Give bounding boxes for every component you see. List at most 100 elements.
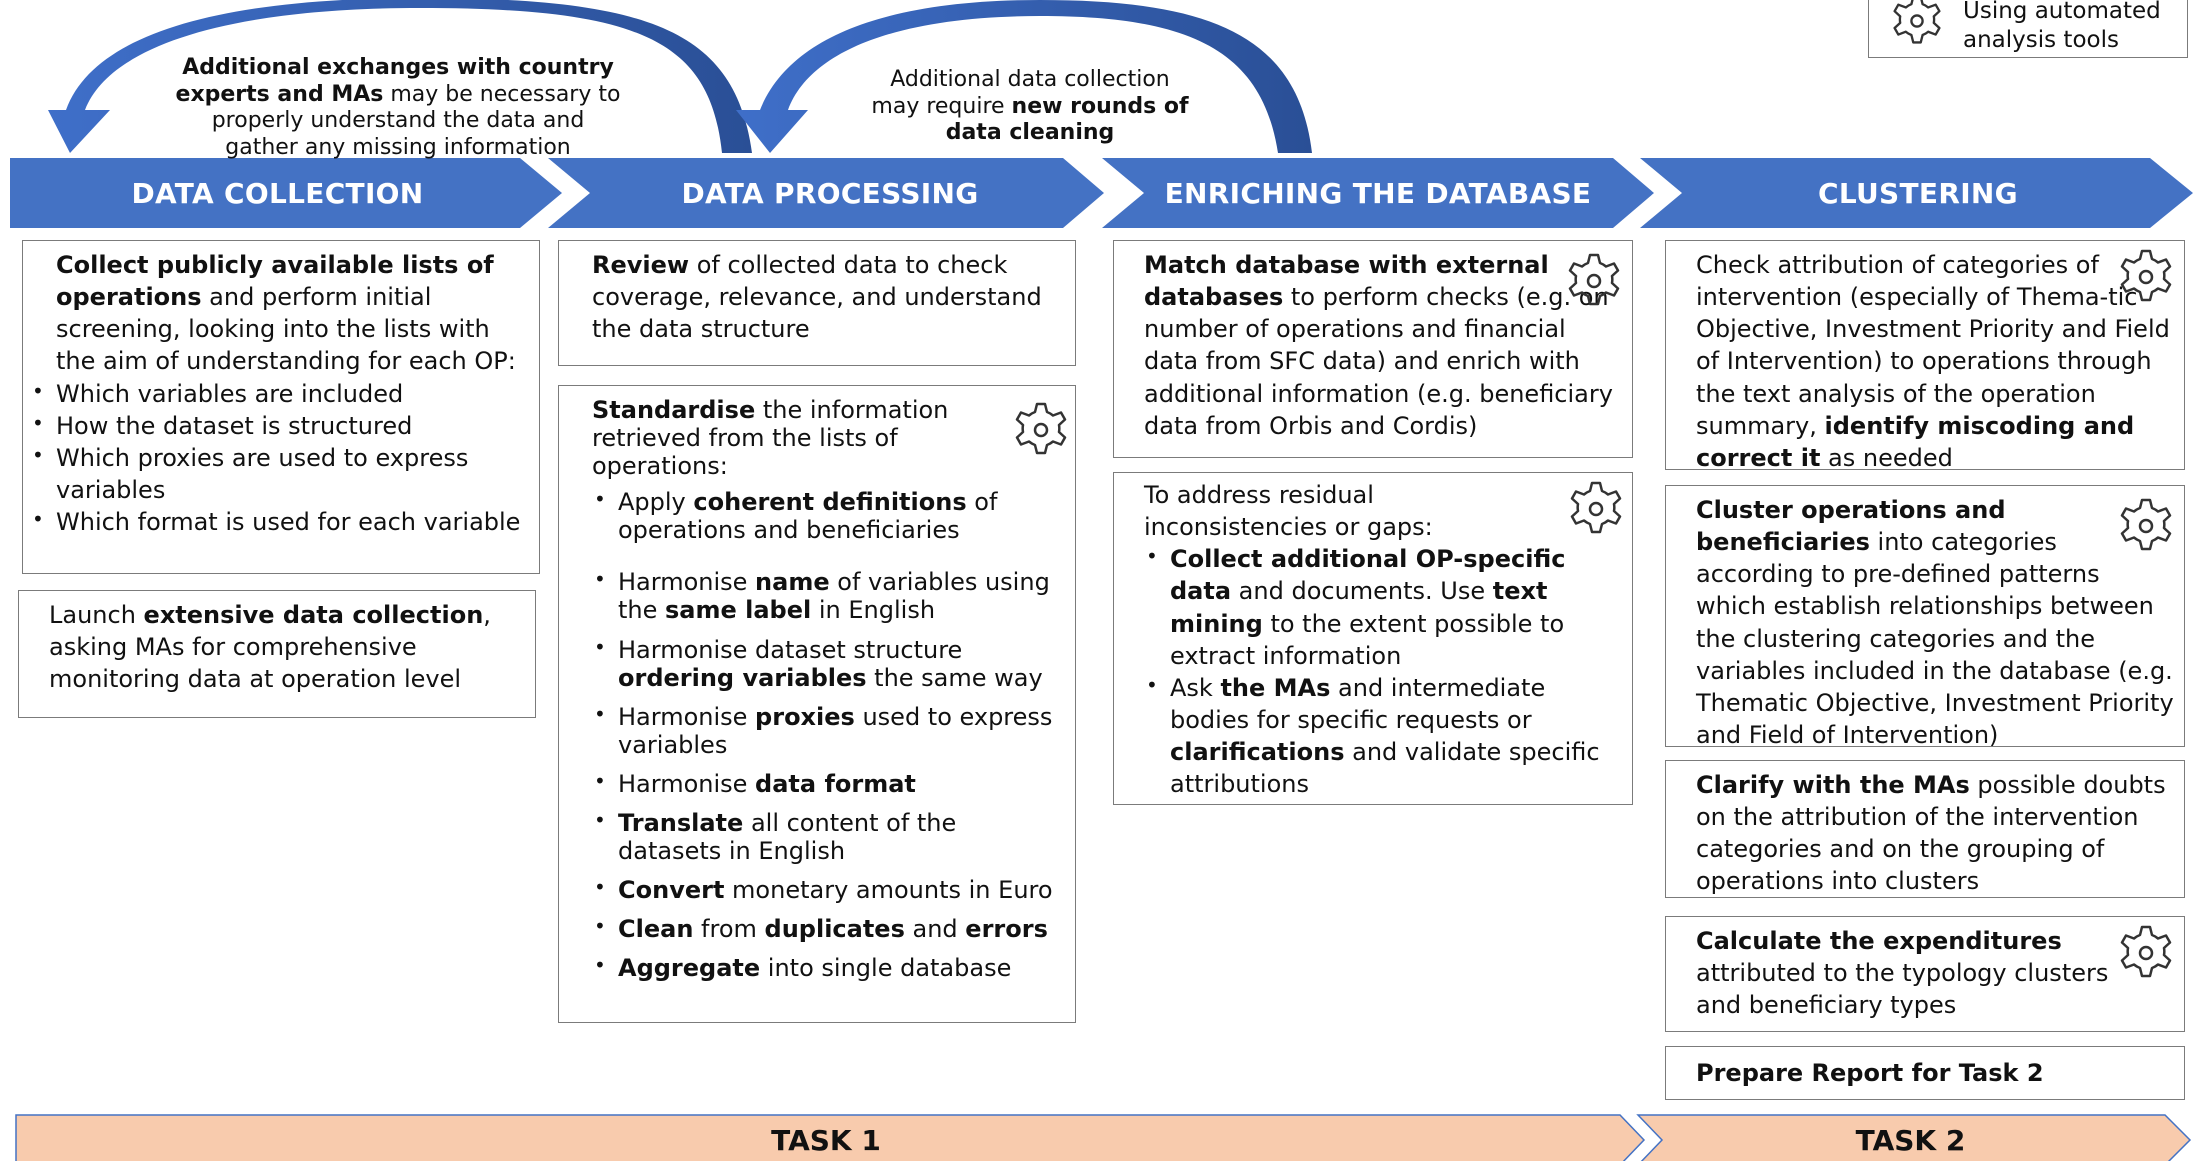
processing-item-6-text: all content of the datasets in English [618,808,957,866]
processing-item-8-bold-1: Clean [618,915,694,944]
collection-box-2-bold: extensive data collection [143,601,484,629]
clustering-box-2-text: into categories according to pre-defined… [1696,528,2174,750]
enriching-box-2-intro: To address residual inconsistencies or g… [1144,481,1433,542]
clustering-box-5-bold: Prepare Report for Task 2 [1696,1059,2044,1087]
processing-item-9-bold: Aggregate [618,954,761,983]
feedback-left-text-3: properly understand the data and [211,108,585,134]
clustering-box-3: Clarify with the MAs possible doubts on … [1665,760,2185,898]
processing-item-9: Aggregate into single database [592,954,1063,982]
processing-box-2-bold: Standardise [592,396,756,424]
processing-item-7-bold: Convert [618,876,725,905]
feedback-right-text-1: Additional data collection [890,67,1170,92]
processing-item-8: Clean from duplicates and errors [592,915,1063,943]
collection-box-2-text-1: Launch [49,601,144,629]
clustering-box-1-bold: identify miscoding and correct it [1696,411,2135,472]
feedback-right-bold-2: new rounds of [1011,93,1189,119]
phase-label-data-processing: DATA PROCESSING [681,176,979,210]
processing-item-2-text-3: in English [811,596,936,625]
enriching-box-1-bold: Match database with external databases [1144,251,1549,312]
enriching-item-2-text-1: Ask [1170,673,1221,702]
feedback-left-bold-1: Additional exchanges with country [182,55,614,80]
collection-box-2: Launch extensive data collection, asking… [18,590,536,718]
legend-label-line-1: Using automated [1963,0,2161,24]
processing-item-7: Convert monetary amounts in Euro [592,876,1063,904]
clustering-box-3-bold: Clarify with the MAs [1696,771,1970,799]
processing-item-3-text-1: Harmonise dataset structure [618,635,963,664]
processing-item-7-text: monetary amounts in Euro [724,876,1053,905]
enriching-box-1: Match database with external databases t… [1113,240,1633,458]
processing-item-2-bold-1: name [755,568,830,597]
task-bar-1 [15,1114,1646,1161]
task-label-2: TASK 2 [1855,1123,1966,1157]
gear-icon [1570,481,1622,534]
processing-item-1-text-2: of operations and beneficiaries [618,488,998,545]
clustering-box-3-text: possible doubts on the attribution of th… [1696,771,2166,896]
clustering-box-1: Check attribution of categories of inter… [1665,240,2185,472]
enriching-item-2-text-2: and intermediate bodies for specific req… [1170,673,1546,735]
collection-bullet-3: Which proxies are used to express variab… [30,442,527,506]
processing-item-5: Harmonise data format [592,770,1063,798]
gear-icon [2120,249,2172,302]
feedback-left-text-2: may be necessary to [383,81,621,107]
processing-item-6-bold: Translate [618,808,744,837]
clustering-box-4-bold: Calculate the expenditures [1696,927,2062,955]
task-bar-2 [1636,1114,2192,1161]
enriching-item-2-bold-1: the MAs [1220,673,1331,702]
processing-item-8-text-2: and [904,915,966,944]
processing-item-4-bold: proxies [755,702,855,731]
phase-chevron-data-processing [548,158,1104,228]
enriching-item-1-text-1: and documents. Use [1231,577,1493,606]
processing-item-2-text-1: Harmonise [618,568,756,597]
processing-box-2: Standardise the information retrieved fr… [558,385,1076,1023]
clustering-box-1-text-2: as needed [1820,443,1953,472]
clustering-box-2-bold: Cluster operations and beneficiaries [1696,496,2006,557]
feedback-right-text-2: may require [871,93,1012,119]
collection-bullet-1: Which variables are included [30,378,527,410]
collection-box-1: Collect publicly available lists of oper… [22,240,540,574]
processing-item-9-text: into single database [760,954,1012,983]
phase-label-data-collection: DATA COLLECTION [131,176,424,210]
processing-item-5-bold: data format [755,769,916,798]
legend-label-line-2: analysis tools [1963,26,2119,53]
processing-item-4-text-1: Harmonise [618,702,756,731]
enriching-item-2-bold-2: clarifications [1170,738,1345,767]
processing-item-2: Harmonise name of variables using the sa… [592,568,1063,624]
processing-box-1-text: of collected data to check coverage, rel… [592,251,1042,344]
legend-box: Using automated analysis tools [1868,0,2188,58]
gear-icon [2120,498,2172,551]
phase-label-clustering: CLUSTERING [1818,176,2018,210]
enriching-item-1-bold-1: Collect additional OP-specific data [1170,545,1566,606]
collection-bullet-2: How the dataset is structured [30,410,527,442]
clustering-box-4: Calculate the expenditures attributed to… [1665,916,2185,1032]
feedback-right-bold-3: data cleaning [945,120,1115,146]
processing-item-5-text-1: Harmonise [618,769,756,798]
clustering-box-1-text-1: Check attribution of categories of inter… [1696,251,2170,440]
enriching-box-2: To address residual inconsistencies or g… [1113,472,1633,805]
enriching-bullet-list: Collect additional OP-specific data and … [1144,543,1620,800]
processing-item-8-bold-2: duplicates [764,915,905,944]
processing-item-1-text-1: Apply [618,488,694,517]
enriching-box-1-text: Match database with external databases t… [1144,251,1613,440]
phase-chevron-data-collection [10,158,562,228]
enriching-item-1-bold-2: text mining [1170,577,1548,638]
clustering-box-4-text: attributed to the typology clusters and … [1696,959,2109,1020]
collection-bullet-list: Which variables are included How the dat… [30,378,527,539]
processing-item-2-bold-2: same label [665,596,812,625]
enriching-item-1-text-2: to the extent possible to extract inform… [1170,609,1565,670]
processing-item-2-text-2: of variables using the [618,568,1050,625]
collection-box-2-text-2: , asking MAs for comprehensive monitorin… [49,601,491,694]
feedback-note-right: Additional data collection may require n… [860,67,1200,147]
clustering-box-5: Prepare Report for Task 2 [1665,1046,2185,1100]
processing-item-1: Apply coherent definitions of operations… [592,488,1063,544]
phase-label-enriching: ENRICHING THE DATABASE [1164,176,1592,210]
feedback-left-bold-2: experts and MAs [175,81,384,107]
legend-label: Using automated analysis tools [1963,0,2161,55]
processing-item-4-text-2: used to express variables [618,702,1053,759]
feedback-note-left: Additional exchanges with country expert… [168,55,628,161]
processing-item-3-text-2: the same way [866,663,1043,692]
processing-item-3-bold: ordering variables [618,663,867,692]
processing-item-8-text-1: from [693,915,765,944]
enriching-box-1-body: to perform checks (e.g. on number of ope… [1144,283,1613,440]
gear-icon [2120,925,2172,978]
